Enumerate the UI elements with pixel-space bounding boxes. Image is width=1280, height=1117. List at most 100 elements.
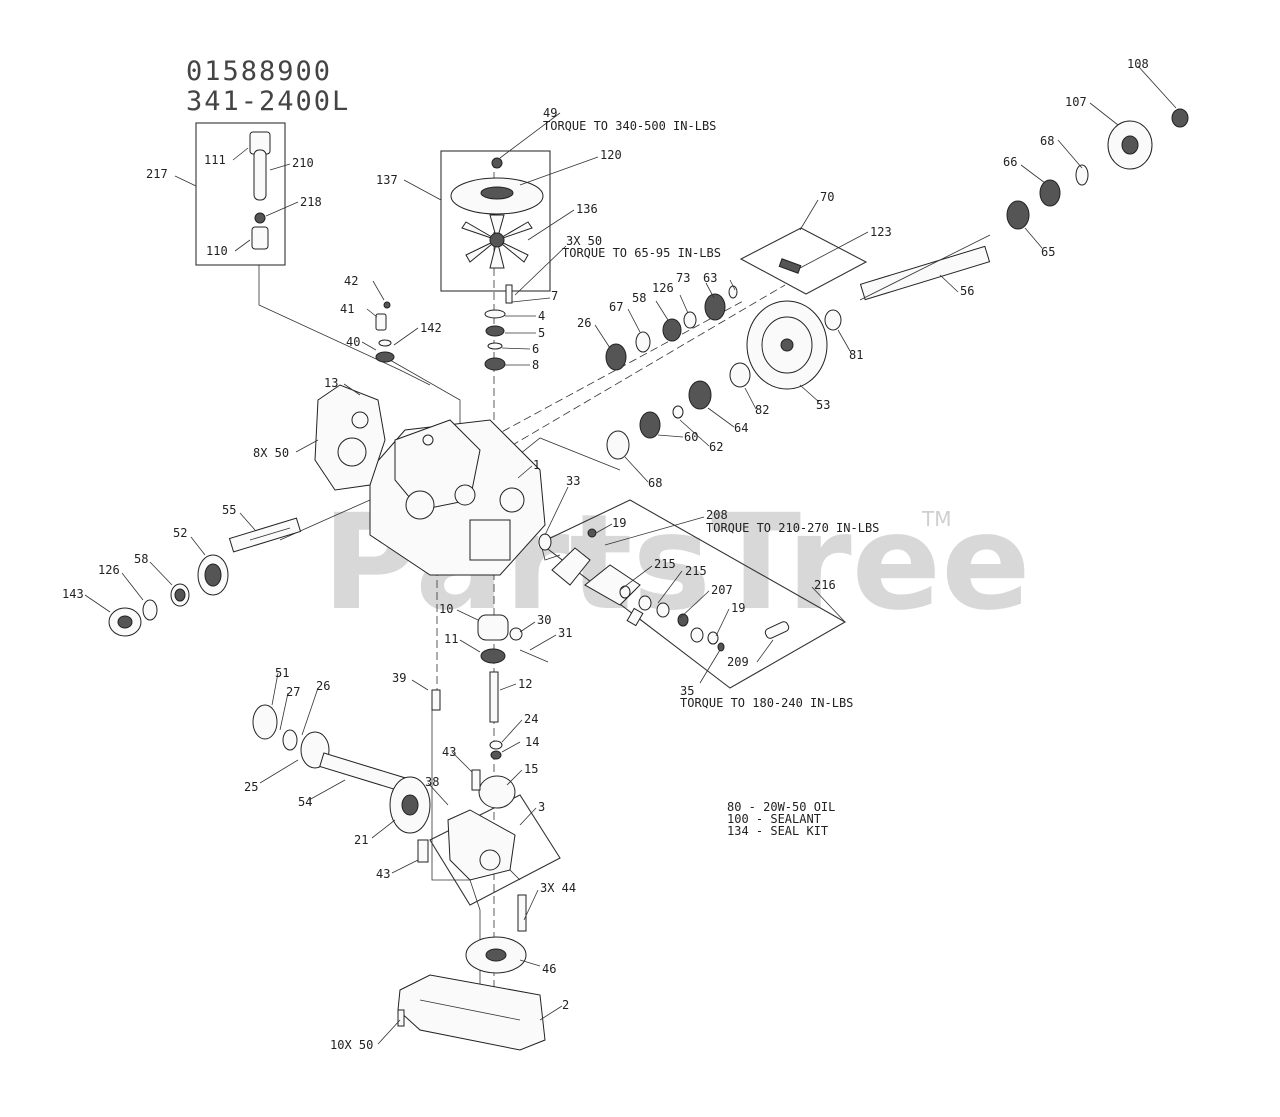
callout-82: 82: [755, 403, 769, 417]
callout-5: 5: [538, 326, 545, 340]
callout-33: 33: [566, 474, 580, 488]
callout-21: 21: [354, 833, 368, 847]
note-torque-208: TORQUE TO 210-270 IN-LBS: [706, 521, 879, 535]
callout-216: 216: [814, 578, 836, 592]
callout-19-bottom: 19: [731, 601, 745, 615]
callout-43-top: 43: [442, 745, 456, 759]
callout-120: 120: [600, 148, 622, 162]
watermark-trademark: TM: [921, 507, 951, 531]
callout-49: 49: [543, 106, 557, 120]
part-13-cover: [314, 384, 386, 491]
box-3: [429, 794, 561, 906]
callout-62: 62: [709, 440, 723, 454]
leader-lines: [84, 65, 1177, 1045]
legend-item: 100 - SEALANT: [727, 812, 821, 826]
box-137: [440, 150, 551, 292]
callout-53: 53: [816, 398, 830, 412]
callout-68-right: 68: [1040, 134, 1054, 148]
callout-66: 66: [1003, 155, 1017, 169]
callout-73: 73: [676, 271, 690, 285]
legend: 80 - 20W-50 OIL 100 - SEALANT 134 - SEAL…: [727, 800, 835, 838]
callout-70: 70: [820, 190, 834, 204]
callout-4: 4: [538, 309, 545, 323]
callout-126-right: 126: [652, 281, 674, 295]
callout-209: 209: [727, 655, 749, 669]
callout-110: 110: [206, 244, 228, 258]
callout-3: 3: [538, 800, 545, 814]
callout-143: 143: [62, 587, 84, 601]
callout-25: 25: [244, 780, 258, 794]
callout-7: 7: [551, 289, 558, 303]
callout-215-a: 215: [654, 557, 676, 571]
callout-58-left: 58: [134, 552, 148, 566]
callout-39: 39: [392, 671, 406, 685]
callout-26-left: 26: [316, 679, 330, 693]
box-217: [195, 122, 286, 266]
callout-11: 11: [444, 632, 458, 646]
callout-64: 64: [734, 421, 748, 435]
callout-137: 137: [376, 173, 398, 187]
bottom-gear-parts: [252, 704, 527, 974]
callout-52: 52: [173, 526, 187, 540]
callout-46: 46: [542, 962, 556, 976]
left-shaft-parts: [108, 517, 302, 637]
callout-31: 31: [558, 626, 572, 640]
note-qty-7: 3X 50: [566, 234, 602, 248]
callout-123: 123: [870, 225, 892, 239]
callouts: 49 120 136 7 4 5 6 8 137 111 110 210 218…: [62, 57, 1149, 1012]
callout-51: 51: [275, 666, 289, 680]
callout-217: 217: [146, 167, 168, 181]
plate-216-parts: [538, 528, 790, 652]
callout-40: 40: [346, 335, 360, 349]
callout-13: 13: [324, 376, 338, 390]
note-torque-7: TORQUE TO 65-95 IN-LBS: [562, 246, 721, 260]
note-qty-44: 3X 44: [540, 881, 576, 895]
callout-19-top: 19: [612, 516, 626, 530]
part-217-assembly: [249, 131, 271, 250]
model-number: 01588900: [186, 56, 332, 87]
callout-142: 142: [420, 321, 442, 335]
part-number: 341-2400L: [186, 86, 350, 117]
callout-136: 136: [576, 202, 598, 216]
callout-218: 218: [300, 195, 322, 209]
callout-26-right: 26: [577, 316, 591, 330]
part-40-42: [375, 301, 395, 363]
right-shaft-parts: [605, 108, 1189, 460]
callout-111: 111: [204, 153, 226, 167]
callout-24: 24: [524, 712, 538, 726]
callout-14: 14: [525, 735, 539, 749]
note-torque-49: TORQUE TO 340-500 IN-LBS: [543, 119, 716, 133]
callout-210: 210: [292, 156, 314, 170]
callout-60: 60: [684, 430, 698, 444]
callout-58-right: 58: [632, 291, 646, 305]
callout-56: 56: [960, 284, 974, 298]
callout-108: 108: [1127, 57, 1149, 71]
callout-81: 81: [849, 348, 863, 362]
callout-8: 8: [532, 358, 539, 372]
pulley-fan-assembly: [450, 157, 544, 371]
callout-55: 55: [222, 503, 236, 517]
legend-item: 134 - SEAL KIT: [727, 824, 828, 838]
callout-38: 38: [425, 775, 439, 789]
center-column-parts: [417, 614, 549, 863]
housing-1: [369, 419, 546, 576]
callout-68-left: 68: [648, 476, 662, 490]
callout-15: 15: [524, 762, 538, 776]
callout-63: 63: [703, 271, 717, 285]
callout-35: 35: [680, 684, 694, 698]
callout-42: 42: [344, 274, 358, 288]
note-qty-13: 8X 50: [253, 446, 289, 460]
callout-54: 54: [298, 795, 312, 809]
callout-207: 207: [711, 583, 733, 597]
note-qty-2: 10X 50: [330, 1038, 373, 1052]
callout-27: 27: [286, 685, 300, 699]
bottom-cover-2: [397, 974, 546, 1051]
callout-30: 30: [537, 613, 551, 627]
callout-2: 2: [562, 998, 569, 1012]
callout-65: 65: [1041, 245, 1055, 259]
callout-10: 10: [439, 602, 453, 616]
callout-1: 1: [533, 458, 540, 472]
note-torque-35: TORQUE TO 180-240 IN-LBS: [680, 696, 853, 710]
box-70: [739, 227, 868, 295]
